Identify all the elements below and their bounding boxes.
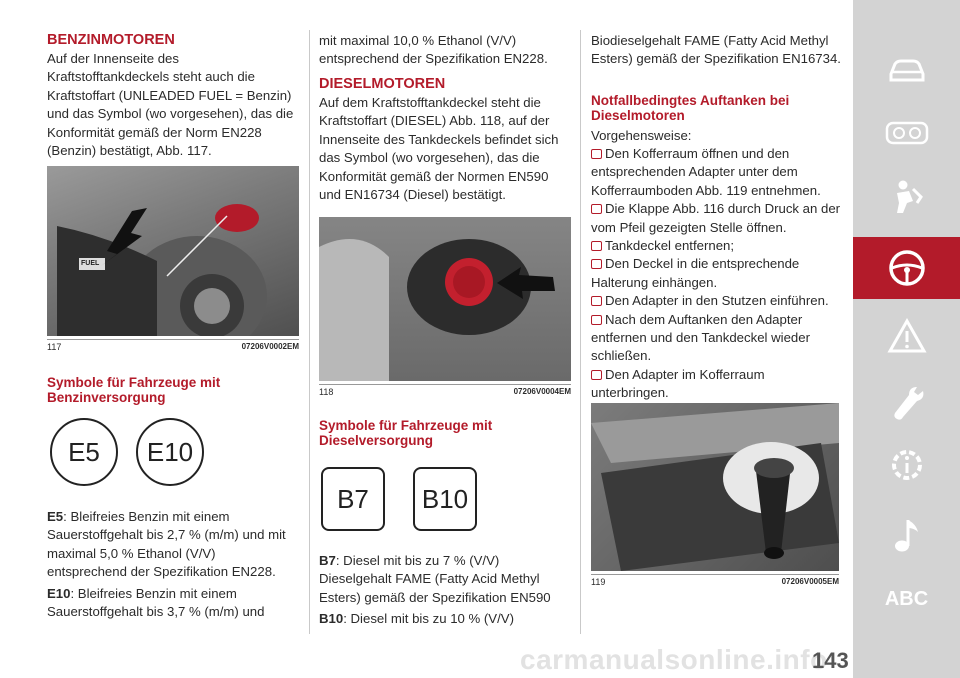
seat-person-icon: [896, 180, 923, 213]
wrench-icon: [893, 387, 923, 420]
sidebar-item-driving[interactable]: [853, 237, 960, 299]
e5-description: E5: Bleifreies Benzin mit einem Sauersto…: [47, 508, 299, 582]
checkbox-icon: [591, 296, 602, 307]
list-item: Den Adapter in den Stutzen einführen.: [591, 292, 843, 310]
figure-code: 07206V0004EM: [513, 387, 571, 396]
e5-label: E5: [47, 509, 64, 524]
trunk-adapter-photo: [591, 403, 839, 571]
steering-wheel-icon: [888, 250, 925, 286]
figure-number: 117: [47, 342, 62, 352]
procedure-label: Vorgehensweise:: [591, 128, 692, 143]
figure-117-image: FUEL: [47, 166, 299, 336]
figure-number: 118: [319, 387, 334, 397]
fuel-door-photo: [57, 204, 267, 336]
paragraph-continued: Biodieselgehalt FAME (Fatty Acid Methyl …: [591, 33, 841, 67]
paragraph-petrol: Auf der Innenseite des Kraftstofftankdec…: [47, 51, 294, 159]
heading-emergency-refuel: Notfallbedingtes Auftanken bei Dieselmot…: [591, 93, 790, 123]
checkbox-icon: [591, 369, 602, 380]
sidebar-item-dashboard[interactable]: [853, 102, 960, 164]
heading-diesel-engines: DIESELMOTOREN: [319, 76, 446, 92]
heading-petrol-engines: BENZINMOTOREN: [47, 32, 175, 48]
heading-petrol-symbols: Symbole für Fahrzeuge mit Benzinversorgu…: [47, 375, 221, 405]
sidebar-item-car[interactable]: [853, 40, 960, 102]
paragraph-diesel: Auf dem Kraftstofftankdeckel steht die K…: [319, 95, 559, 203]
figure-number: 119: [591, 577, 606, 587]
paragraph-continued: mit maximal 10,0 % Ethanol (V/V) entspre…: [319, 33, 548, 67]
b7-text: : Diesel mit bis zu 7 % (V/V) Dieselgeha…: [319, 553, 551, 605]
list-item: Die Klappe Abb. 116 durch Druck an der v…: [591, 201, 841, 235]
checkbox-icon: [591, 204, 602, 215]
car-icon: [889, 59, 924, 82]
list-item: Den Deckel in die entsprechende Halterun…: [591, 256, 800, 290]
list-item: Tankdeckel entfernen;: [591, 237, 843, 255]
e10-text: : Bleifreies Benzin mit einem Sauerstoff…: [47, 586, 265, 620]
b10-label: B10: [319, 611, 344, 626]
figure-code: 07206V0002EM: [241, 342, 299, 351]
b10-text: : Diesel mit bis zu 10 % (V/V): [343, 611, 514, 626]
b10-badge: B10: [413, 467, 477, 531]
sidebar-item-index[interactable]: ABC: [884, 587, 929, 610]
diesel-cap-photo: [319, 239, 555, 381]
list-item: Den Adapter im Kofferraum unterbringen.: [591, 366, 765, 401]
figure-117: FUEL 117 07206V0002EM: [47, 166, 299, 352]
sidebar-item-warnings[interactable]: [853, 305, 960, 367]
list-item: Den Kofferraum öffnen und den entspreche…: [591, 146, 821, 198]
diesel-symbols: B7 B10: [321, 467, 477, 531]
e5-text: : Bleifreies Benzin mit einem Sauerstoff…: [47, 509, 286, 580]
page-number: 143: [812, 648, 849, 673]
b7-badge: B7: [321, 467, 385, 531]
e10-label: E10: [47, 586, 71, 601]
heading-diesel-symbols: Symbole für Fahrzeuge mit Dieselversorgu…: [319, 418, 493, 448]
list-item: Nach dem Auftanken den Adapter entfernen…: [591, 311, 810, 364]
figure-118: 118 07206V0004EM: [319, 217, 571, 397]
figure-118-caption: 118 07206V0004EM: [319, 384, 571, 397]
sidebar-item-maintenance[interactable]: [853, 372, 960, 434]
figure-119-caption: 119 07206V0005EM: [591, 574, 839, 587]
sidebar-item-multimedia[interactable]: [853, 504, 960, 566]
checkbox-icon: [591, 314, 602, 325]
gear-info-icon: [891, 450, 922, 480]
sidebar-item-technical-data[interactable]: [853, 434, 960, 496]
e10-badge: E10: [136, 418, 204, 486]
checkbox-icon: [591, 149, 602, 159]
column-divider: [309, 30, 310, 634]
petrol-symbols: E5 E10: [50, 418, 204, 486]
checkbox-icon: [591, 241, 602, 252]
watermark: carmanualsonline.info: [520, 644, 828, 675]
b7-label: B7: [319, 553, 336, 568]
column-divider: [580, 30, 581, 634]
figure-code: 07206V0005EM: [781, 577, 839, 586]
steps-list: Den Kofferraum öffnen und den entspreche…: [591, 145, 843, 403]
sidebar-item-seat[interactable]: [853, 166, 960, 228]
b7-description: B7: Diesel mit bis zu 7 % (V/V) Dieselge…: [319, 552, 571, 607]
e10-description: E10: Bleifreies Benzin mit einem Sauerst…: [47, 585, 299, 622]
music-note-icon: [894, 520, 918, 552]
figure-119: 119 07206V0005EM: [591, 403, 839, 587]
b10-description: B10: Diesel mit bis zu 10 % (V/V): [319, 610, 571, 628]
e5-badge: E5: [50, 418, 118, 486]
warning-triangle-icon: [886, 318, 927, 353]
checkbox-icon: [591, 259, 602, 270]
figure-118-image: [319, 217, 571, 381]
figure-119-image: [591, 403, 839, 571]
dashboard-icon: [885, 121, 928, 145]
chapter-sidebar: ABC: [853, 0, 960, 678]
fuel-label: FUEL: [81, 260, 100, 267]
figure-117-caption: 117 07206V0002EM: [47, 339, 299, 352]
